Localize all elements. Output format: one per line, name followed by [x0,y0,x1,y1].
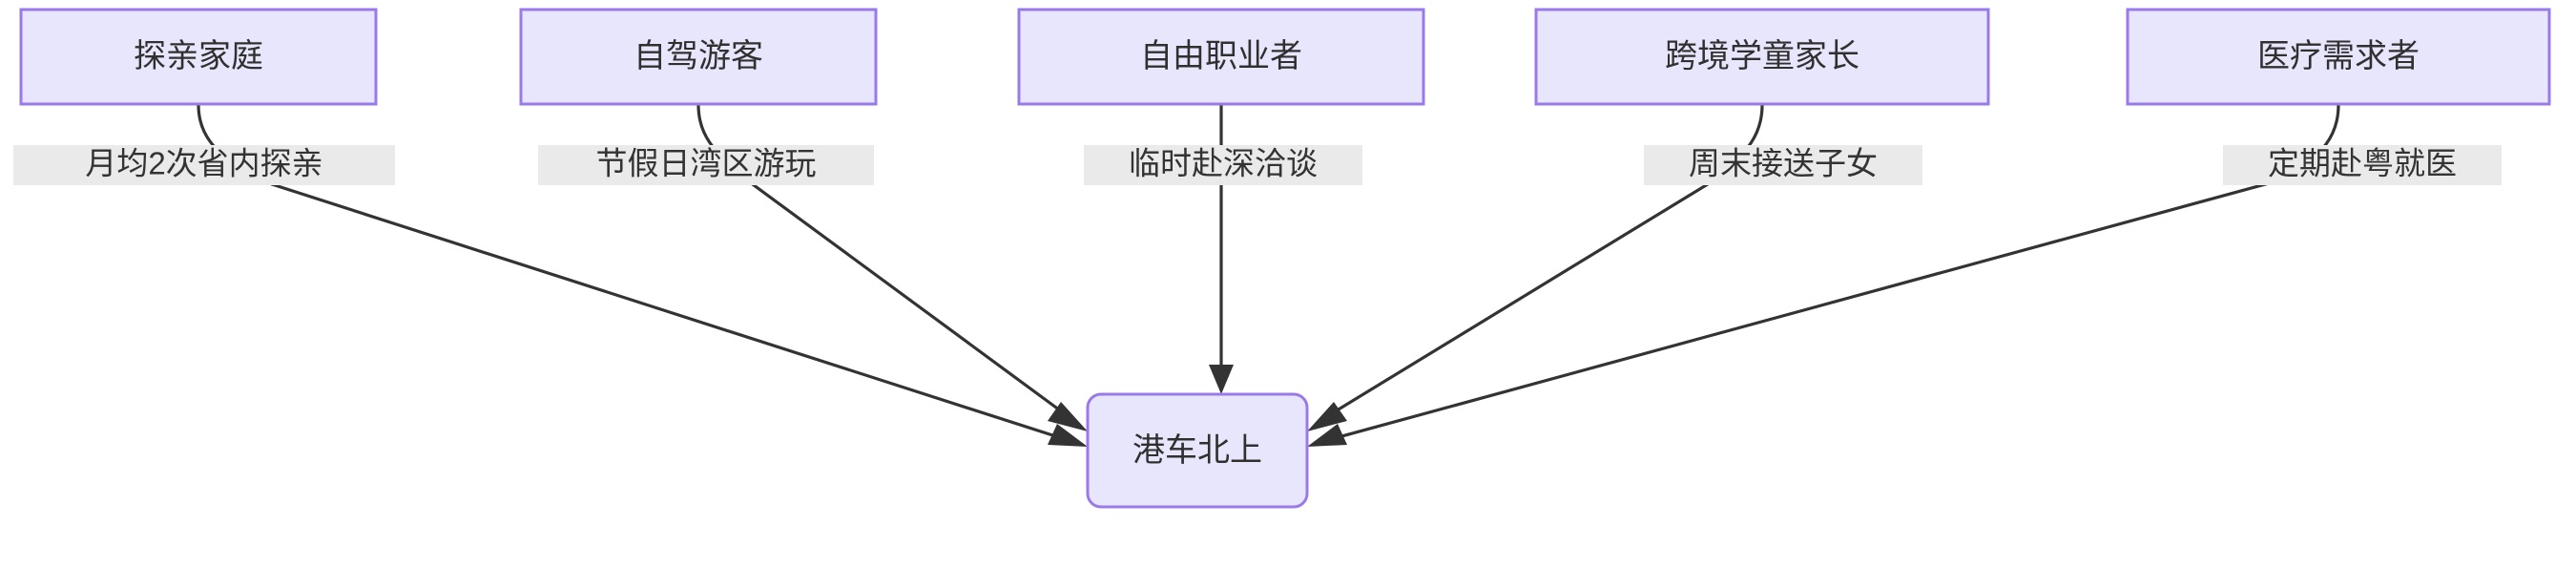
node-tanqin-jiating-label: 探亲家庭 [134,38,263,74]
edge-label-e4-bg [1644,145,1922,185]
edge-e4-arrowhead [1307,402,1347,431]
edge-label-group: 月均2次省内探亲 节假日湾区游玩 临时赴深洽谈 周末接送子女 定期赴粤就医 [13,145,2502,185]
edge-e2-arrowhead [1048,402,1088,431]
edge-e1-arrowhead [1048,424,1088,447]
edge-label-e1-text: 月均2次省内探亲 [85,146,322,181]
node-yiliao-xuqiuzhe[interactable]: 医疗需求者 [2126,8,2551,106]
edge-label-e5: 定期赴粤就医 [2223,145,2502,185]
node-yiliao-xuqiuzhe-box [2126,8,2551,106]
edge-label-e4: 周末接送子女 [1644,145,1922,185]
node-gangche-beishang-label: 港车北上 [1132,432,1262,469]
edge-label-e2-text: 节假日湾区游玩 [596,146,817,181]
edge-label-e3: 临时赴深洽谈 [1084,145,1362,185]
edge-label-e2-bg [538,145,874,185]
edge-label-e4-text: 周末接送子女 [1689,146,1878,181]
edge-label-e5-bg [2223,145,2502,185]
source-node-group: 探亲家庭 自驾游客 自由职业者 跨境学童家长 医疗需求者 [19,8,2551,106]
edge-label-e2: 节假日湾区游玩 [538,145,874,185]
node-zijia-youke-box [519,8,878,106]
edge-label-e1-bg [13,145,395,185]
edge-label-e3-text: 临时赴深洽谈 [1129,146,1318,181]
node-zijia-youke-label: 自驾游客 [634,38,763,74]
node-tanqin-jiating-box [19,8,378,106]
node-ziyou-zhiyezhe-box [1017,8,1425,106]
edge-label-e3-bg [1084,145,1362,185]
node-ziyou-zhiyezhe[interactable]: 自由职业者 [1017,8,1425,106]
node-gangche-beishang-box [1086,392,1309,509]
edge-label-e1: 月均2次省内探亲 [13,145,395,185]
node-kuajing-xuetong-jiazhang[interactable]: 跨境学童家长 [1534,8,1990,106]
node-gangche-beishang[interactable]: 港车北上 [1086,392,1309,509]
node-zijia-youke[interactable]: 自驾游客 [519,8,878,106]
node-ziyou-zhiyezhe-label: 自由职业者 [1140,38,1302,74]
edge-e3-arrowhead [1209,365,1234,394]
node-kuajing-xuetong-jiazhang-box [1534,8,1990,106]
edge-label-e5-text: 定期赴粤就医 [2268,146,2457,181]
edge-e5-arrowhead [1307,424,1347,447]
node-yiliao-xuqiuzhe-label: 医疗需求者 [2257,38,2420,74]
node-kuajing-xuetong-jiazhang-label: 跨境学童家长 [1665,38,1859,74]
node-tanqin-jiating[interactable]: 探亲家庭 [19,8,378,106]
